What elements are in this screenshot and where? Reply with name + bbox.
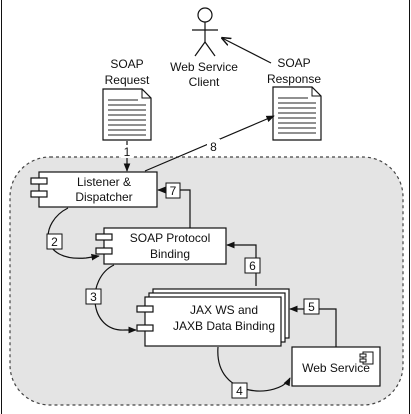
step-2-badge: [46, 233, 63, 250]
response-label-line2: Response: [267, 72, 321, 86]
step-6-label: 6: [249, 259, 256, 273]
step-3-label: 3: [90, 290, 97, 304]
step-3-badge: [85, 288, 102, 305]
response-label-line1: SOAP: [277, 56, 310, 70]
jaxws-label-line1: JAX WS and: [190, 303, 258, 317]
jaxws-label-line2: JAXB Data Binding: [173, 319, 275, 333]
step-2-label: 2: [51, 235, 58, 249]
request-label-line1: SOAP: [110, 57, 143, 71]
arrow-step-3: [94, 264, 137, 334]
step-8-label: 8: [210, 140, 217, 154]
request-document-icon: [102, 88, 152, 141]
jaxws-jaxb-component: JAX WS and JAXB Data Binding: [136, 288, 290, 347]
client-label-line2: Client: [189, 75, 220, 89]
response-document-icon: [272, 86, 322, 141]
request-label-line2: Request: [105, 73, 150, 87]
soap-protocol-binding-component: SOAP Protocol Binding: [95, 227, 227, 265]
arrow-step-4: [217, 346, 291, 392]
step-6-badge: [244, 257, 261, 274]
soap-binding-label-line2: Binding: [150, 247, 190, 261]
stick-figure-icon: [192, 7, 218, 57]
soap-binding-label-line1: SOAP Protocol: [130, 231, 210, 245]
listener-dispatcher-component: Listener & Dispatcher: [30, 171, 158, 208]
component-icon: [359, 351, 374, 365]
runtime-container: [9, 156, 404, 406]
step-5-badge: [303, 298, 320, 315]
component-icon: [95, 233, 113, 255]
step-1-label: 1: [124, 145, 131, 159]
web-service-component: Web Service: [291, 346, 381, 387]
step-8-badge: [207, 139, 220, 153]
listener-label-line1: Listener &: [77, 175, 131, 189]
step-7-badge: [165, 182, 181, 199]
step-4-badge: [231, 382, 248, 399]
step-4-label: 4: [236, 384, 243, 398]
step-5-label: 5: [308, 300, 315, 314]
arrow-response-to-client: [222, 38, 272, 64]
listener-label-line2: Dispatcher: [75, 190, 132, 204]
component-icon: [30, 177, 48, 198]
component-icon: [136, 305, 154, 332]
web-service-label: Web Service: [302, 361, 370, 375]
step-7-label: 7: [170, 184, 177, 198]
step-1-badge: [121, 145, 133, 158]
client-label-line1: Web Service: [170, 60, 238, 74]
